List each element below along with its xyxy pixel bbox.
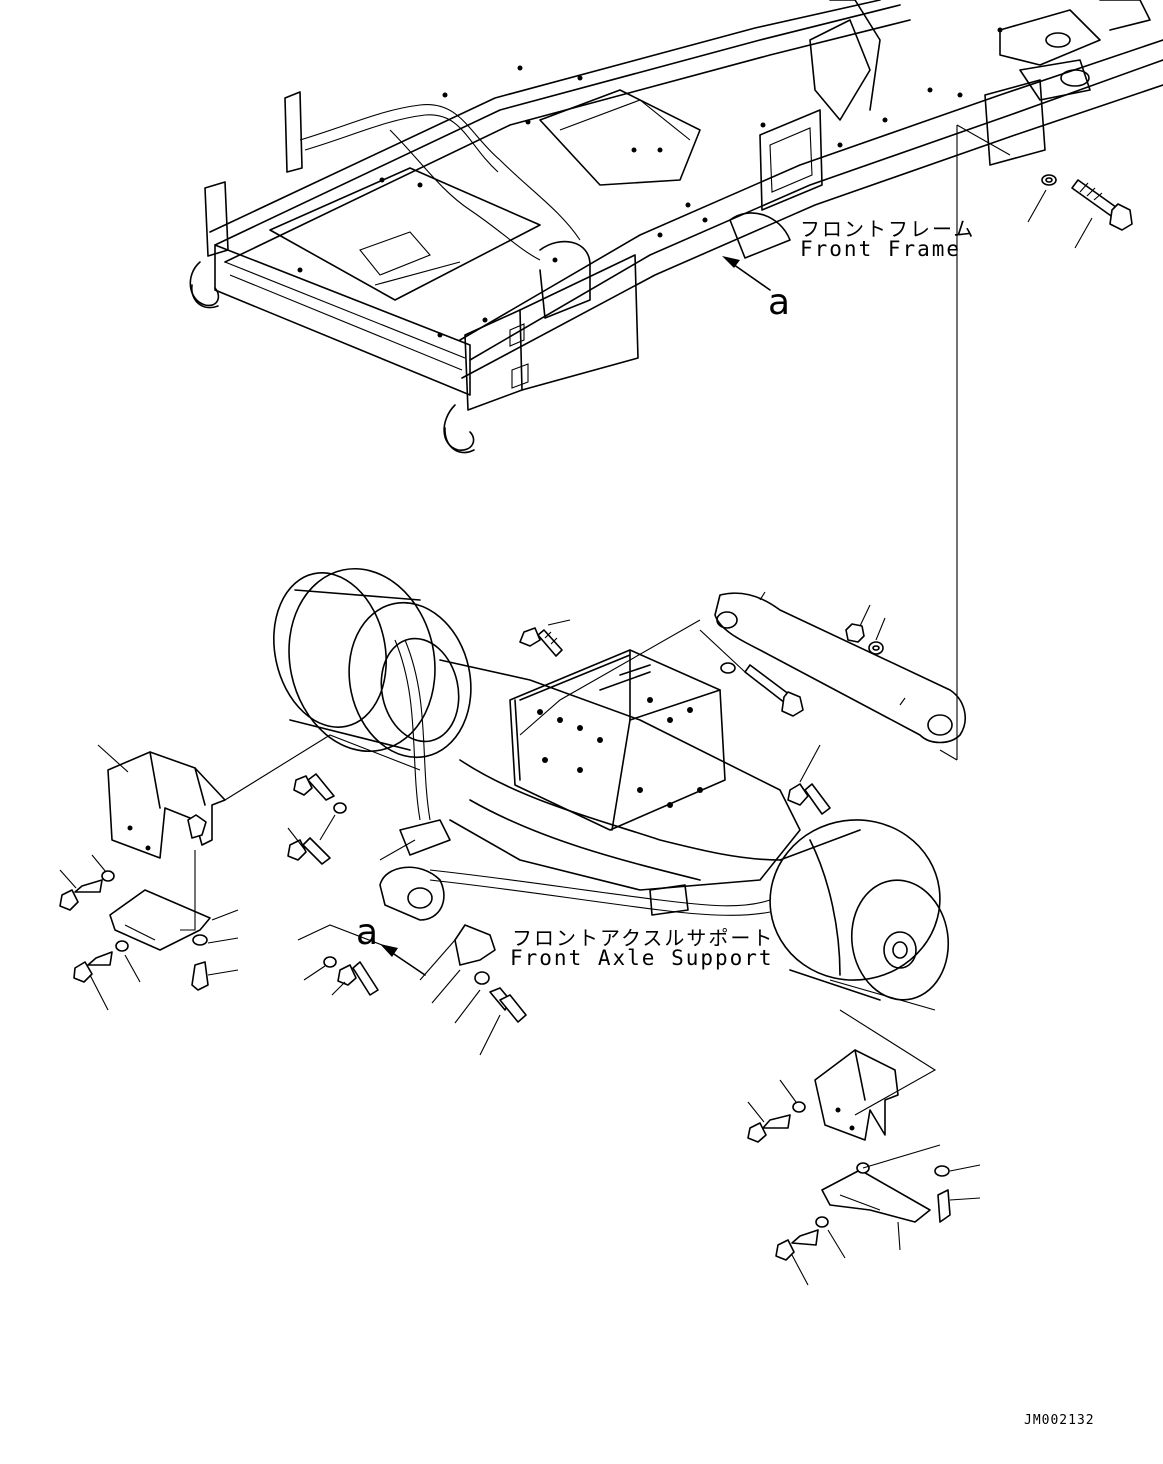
frame-mount-bolt bbox=[1041, 174, 1133, 231]
drawing-code: JM002132 bbox=[1024, 1413, 1095, 1428]
front-axle bbox=[273, 567, 950, 1001]
left-guard bbox=[107, 751, 226, 859]
front-frame-label-jp: フロントフレーム bbox=[800, 217, 976, 241]
axle-support-pin bbox=[699, 629, 804, 717]
view-marker-lower: a bbox=[356, 912, 379, 953]
front-axle-support bbox=[379, 591, 966, 921]
view-marker-upper: a bbox=[768, 282, 791, 323]
axle-top-bolt bbox=[519, 627, 563, 657]
right-guard bbox=[814, 1049, 899, 1141]
front-axle-support-label-en: Front Axle Support bbox=[510, 946, 774, 970]
front-axle-support-label-jp: フロントアクスルサポート bbox=[512, 926, 775, 950]
front-frame-label-en: Front Frame bbox=[800, 237, 962, 261]
nut-and-washer bbox=[845, 623, 884, 655]
front-frame bbox=[189, 0, 1163, 454]
axle-right-bolt bbox=[787, 783, 831, 815]
